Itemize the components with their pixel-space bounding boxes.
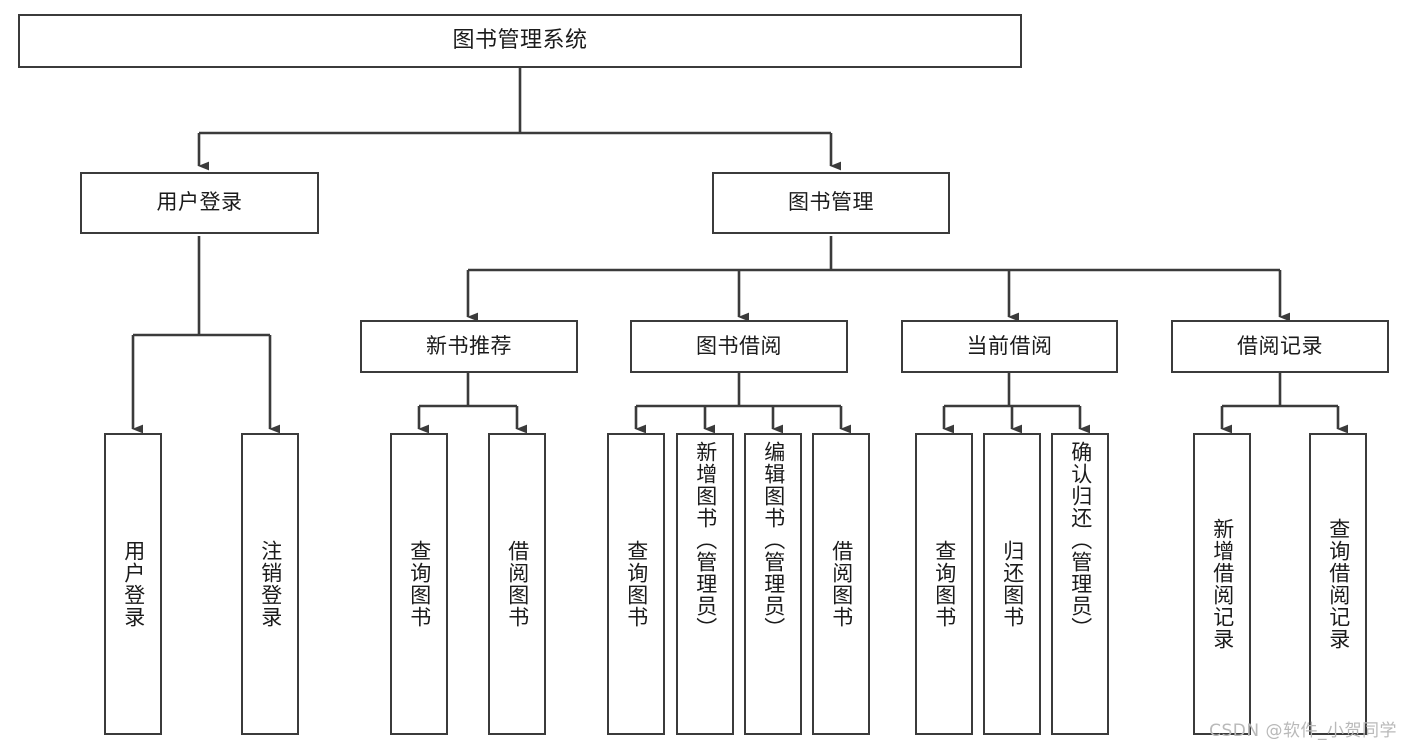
leaf-bb-query-book[interactable]: 查询图书 — [607, 433, 665, 735]
node-borrow-record-label: 借阅记录 — [1237, 333, 1323, 358]
leaf-cb-confirm-return-admin[interactable]: 确认归还（管理员） — [1051, 433, 1109, 735]
node-book-manage-label: 图书管理 — [788, 190, 874, 215]
leaf-logout[interactable]: 注销登录 — [241, 433, 299, 735]
leaf-bb-edit-book-admin-label: 编辑图书（管理员） — [761, 441, 786, 639]
leaf-nbr-borrow-book-label: 借阅图书 — [505, 540, 530, 628]
leaf-bb-borrow-book[interactable]: 借阅图书 — [812, 433, 870, 735]
leaf-cb-query-book[interactable]: 查询图书 — [915, 433, 973, 735]
leaf-nbr-query-book-label: 查询图书 — [407, 540, 432, 628]
leaf-bb-borrow-book-label: 借阅图书 — [829, 540, 854, 628]
node-book-manage[interactable]: 图书管理 — [712, 172, 950, 234]
leaf-user-login-label: 用户登录 — [121, 540, 146, 628]
leaf-bb-add-book-admin[interactable]: 新增图书（管理员） — [676, 433, 734, 735]
leaf-br-add-record-label: 新增借阅记录 — [1210, 518, 1235, 650]
leaf-cb-return-book[interactable]: 归还图书 — [983, 433, 1041, 735]
leaf-cb-confirm-return-admin-label: 确认归还（管理员） — [1068, 441, 1093, 639]
node-root-system[interactable]: 图书管理系统 — [18, 14, 1022, 68]
leaf-nbr-query-book[interactable]: 查询图书 — [390, 433, 448, 735]
node-root-label: 图书管理系统 — [452, 27, 588, 53]
leaf-user-login[interactable]: 用户登录 — [104, 433, 162, 735]
leaf-bb-edit-book-admin[interactable]: 编辑图书（管理员） — [744, 433, 802, 735]
leaf-nbr-borrow-book[interactable]: 借阅图书 — [488, 433, 546, 735]
leaf-br-query-record-label: 查询借阅记录 — [1326, 518, 1351, 650]
node-borrow-record[interactable]: 借阅记录 — [1171, 320, 1389, 373]
node-current-borrow-label: 当前借阅 — [966, 333, 1053, 358]
leaf-br-add-record[interactable]: 新增借阅记录 — [1193, 433, 1251, 735]
watermark-text: CSDN @软件_小贺同学 — [1209, 721, 1397, 741]
node-current-borrow[interactable]: 当前借阅 — [901, 320, 1118, 373]
node-user-login-label: 用户登录 — [156, 190, 243, 215]
leaf-cb-query-book-label: 查询图书 — [932, 540, 957, 628]
leaf-bb-add-book-admin-label: 新增图书（管理员） — [693, 441, 718, 639]
leaf-cb-return-book-label: 归还图书 — [1000, 540, 1025, 628]
leaf-logout-label: 注销登录 — [258, 540, 283, 628]
leaf-br-query-record[interactable]: 查询借阅记录 — [1309, 433, 1367, 735]
node-new-book-recommend-label: 新书推荐 — [426, 333, 512, 358]
node-new-book-recommend[interactable]: 新书推荐 — [360, 320, 578, 373]
node-user-login[interactable]: 用户登录 — [80, 172, 319, 234]
node-book-borrow[interactable]: 图书借阅 — [630, 320, 848, 373]
node-book-borrow-label: 图书借阅 — [696, 333, 782, 358]
leaf-bb-query-book-label: 查询图书 — [624, 540, 649, 628]
